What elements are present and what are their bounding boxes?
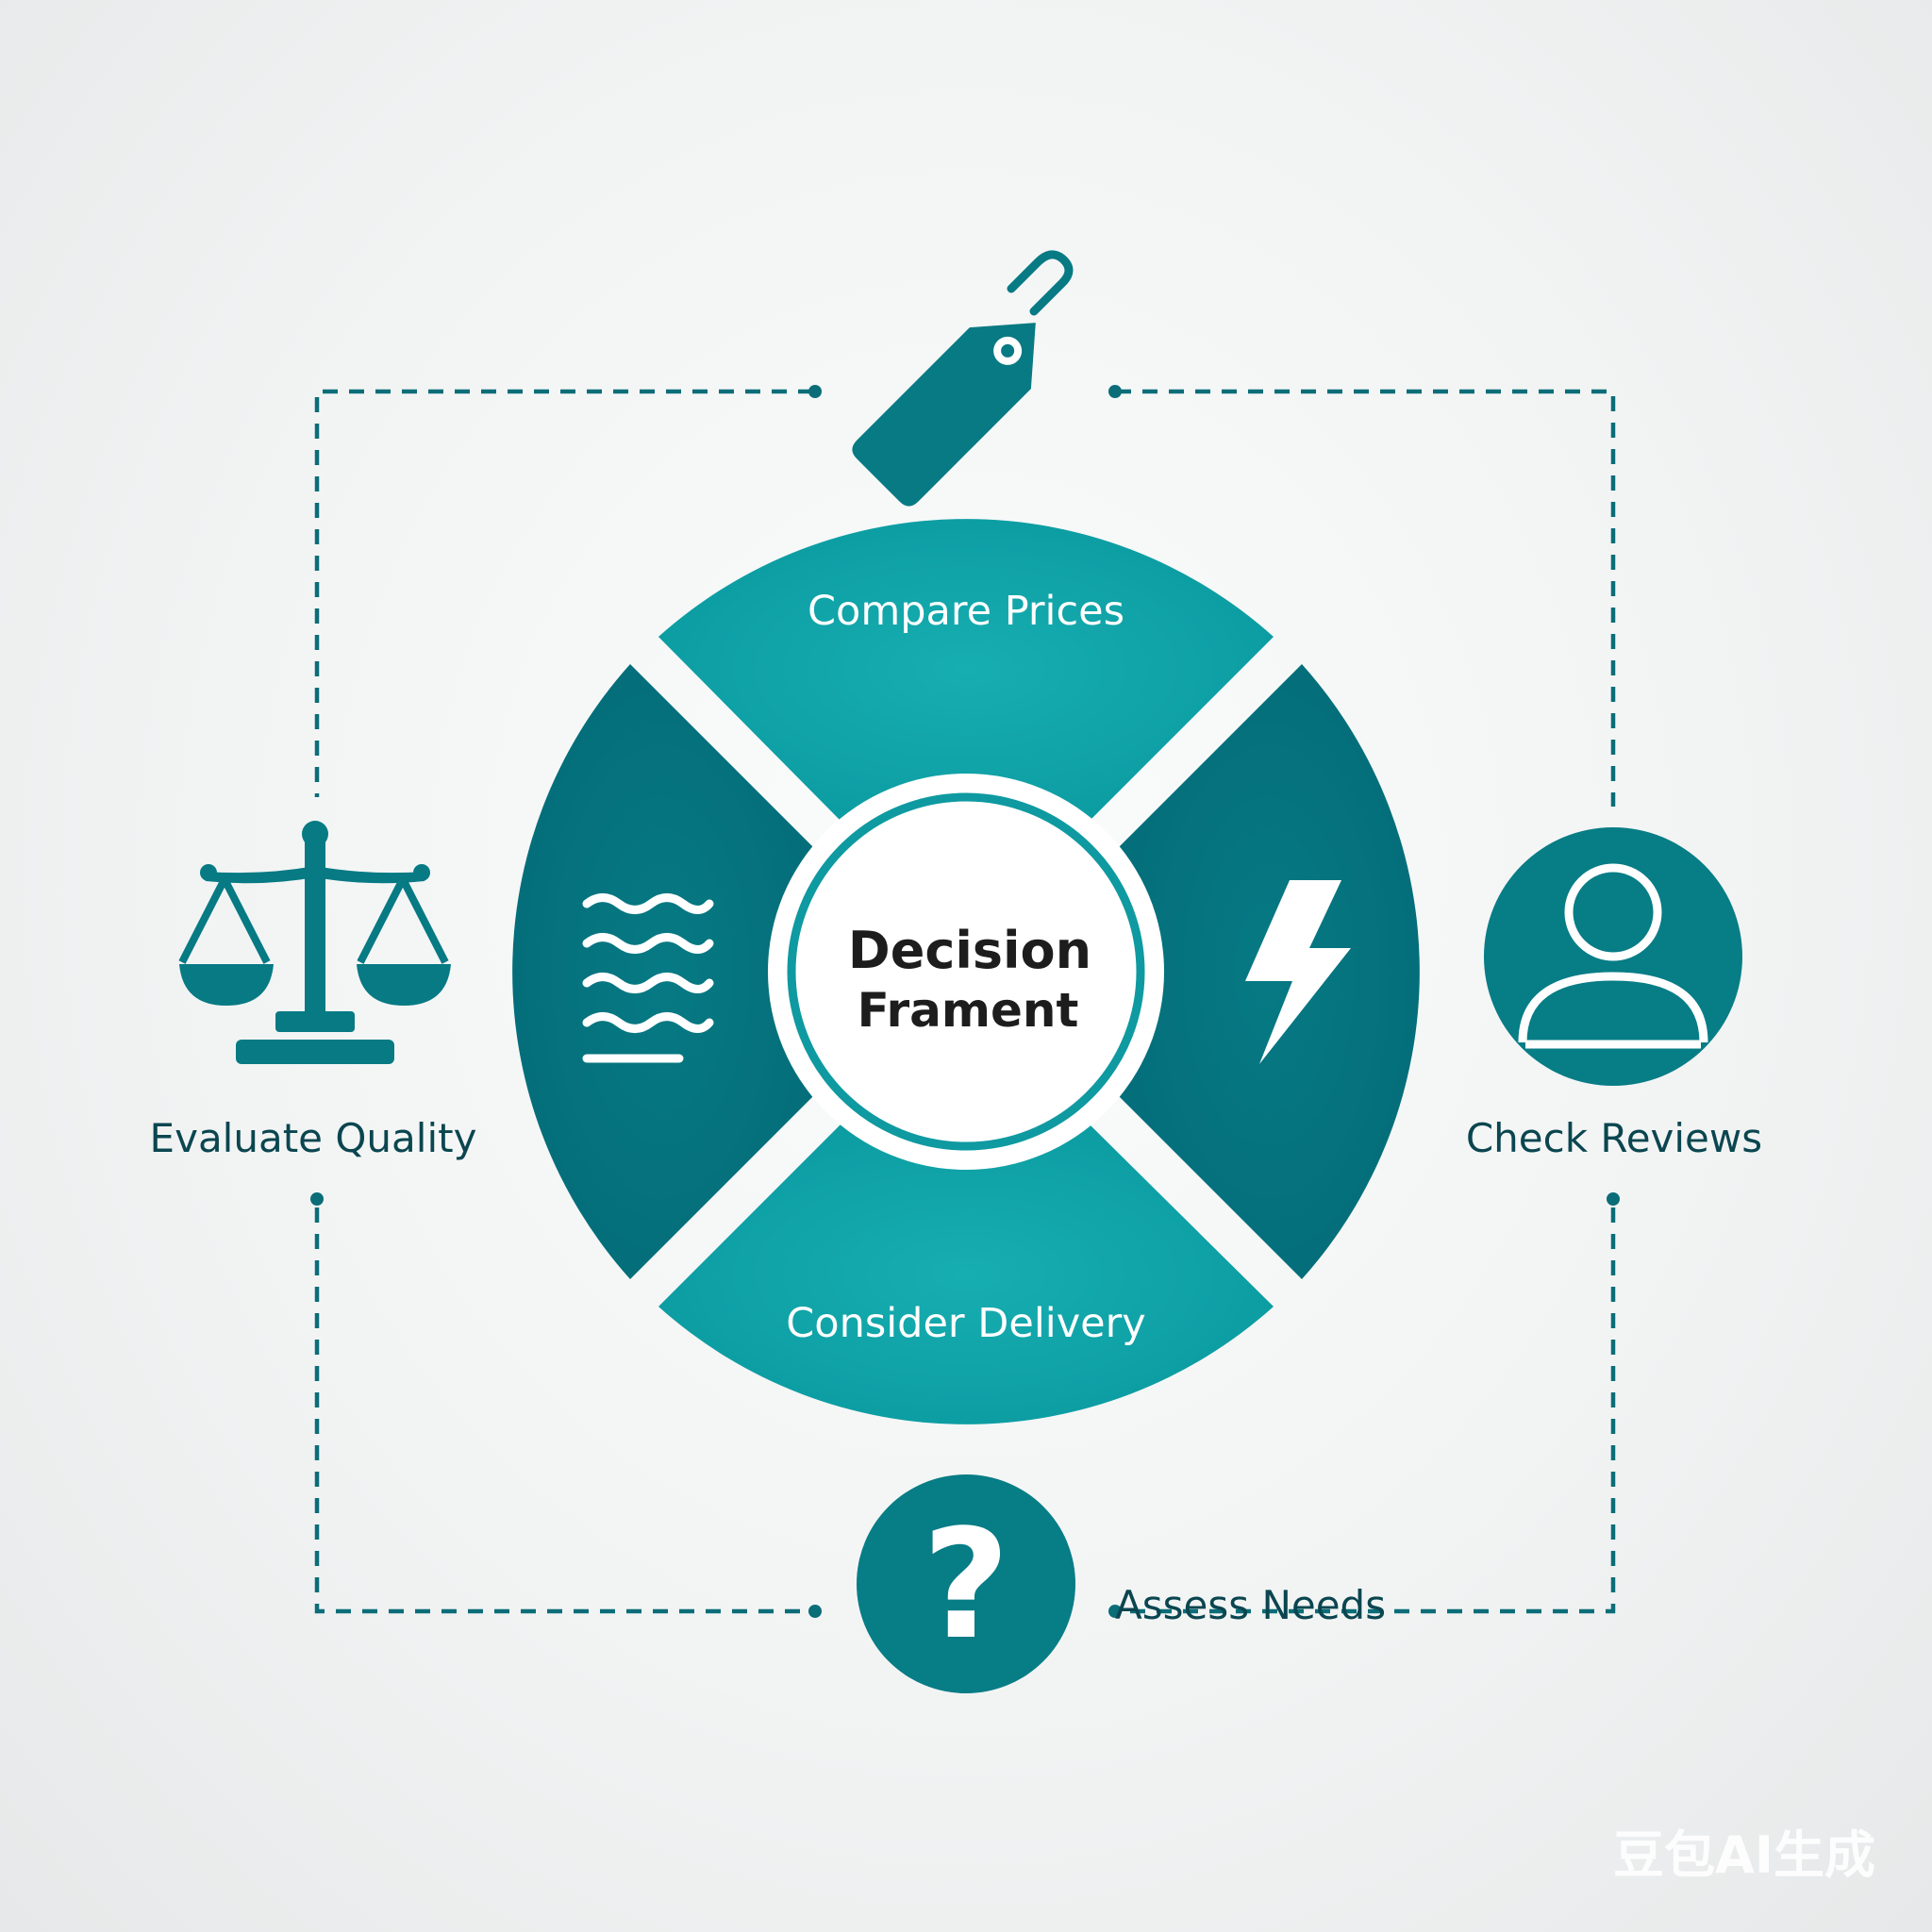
segment-wheel bbox=[512, 519, 1420, 1424]
connector-top-left bbox=[314, 389, 813, 797]
question-glyph: ? bbox=[923, 1496, 1010, 1673]
connector-bottom-left bbox=[314, 1208, 813, 1614]
user-profile-icon bbox=[1484, 827, 1742, 1086]
center-title-line1: Decision bbox=[848, 921, 1091, 980]
center-hub-border bbox=[787, 792, 1145, 1151]
connector-dots bbox=[310, 385, 1620, 1618]
segment-top-label: Compare Prices bbox=[808, 588, 1124, 635]
connector-dot bbox=[1607, 1192, 1620, 1206]
wavy-lines-list-icon bbox=[582, 893, 714, 1063]
balance-scale-icon bbox=[178, 821, 451, 1064]
node-right-label: Check Reviews bbox=[1466, 1115, 1762, 1161]
dashed-connectors bbox=[314, 389, 1616, 1614]
segment-bottom-label: Consider Delivery bbox=[786, 1300, 1146, 1347]
center-title-line2: Frament bbox=[858, 983, 1079, 1038]
connector-dot bbox=[1108, 1605, 1122, 1618]
center-hub: Decision Frament bbox=[768, 774, 1164, 1170]
segment-bottom[interactable] bbox=[658, 1124, 1274, 1424]
node-bottom-label: Assess Needs bbox=[1115, 1582, 1386, 1628]
price-tag-icon bbox=[852, 250, 1074, 507]
question-mark-icon: ? bbox=[857, 1474, 1075, 1693]
node-left-label: Evaluate Quality bbox=[150, 1115, 477, 1161]
connector-dot bbox=[808, 1605, 822, 1618]
connector-dot bbox=[808, 385, 822, 398]
connector-dot bbox=[1108, 385, 1122, 398]
segment-top[interactable] bbox=[658, 519, 1274, 821]
segment-left[interactable] bbox=[512, 664, 814, 1279]
lightning-bolt-icon bbox=[1245, 880, 1351, 1064]
connector-top-right bbox=[1116, 389, 1616, 807]
watermark: 豆包AI生成 bbox=[1613, 1825, 1875, 1885]
connector-bottom-right bbox=[1116, 1208, 1616, 1614]
connector-dot bbox=[310, 1192, 324, 1206]
